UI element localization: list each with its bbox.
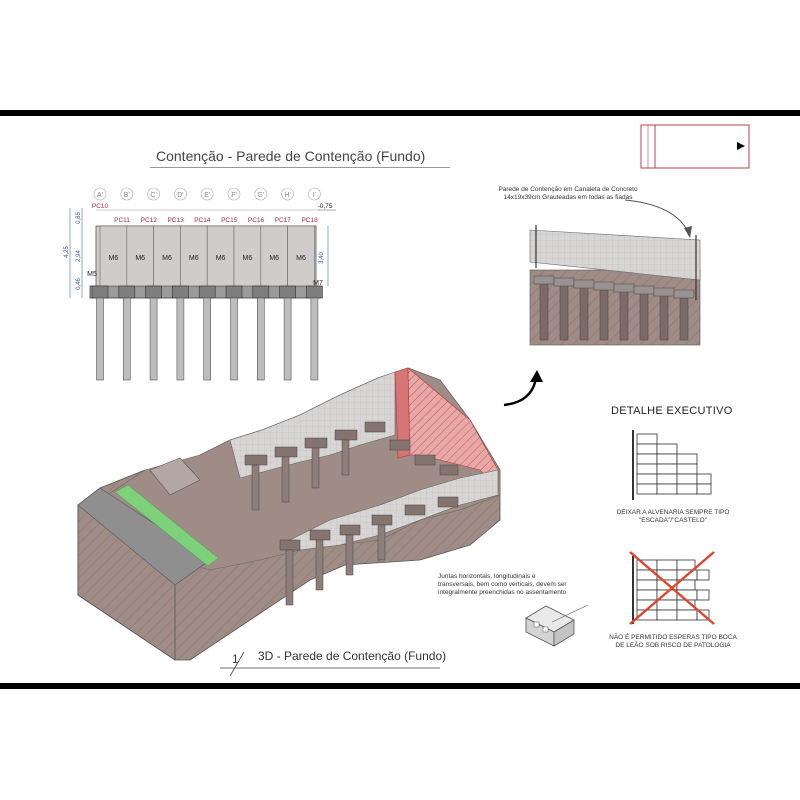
3d-retaining-wall-view — [77, 367, 501, 677]
view-number: 1 — [232, 652, 239, 666]
column-label: PC15 — [221, 217, 238, 224]
left-wall-label: M5 — [87, 271, 97, 278]
good-practice-note: DEIXAR A ALVENARIA SEMPRE TIPO "ESCADA"/… — [598, 509, 748, 525]
section-note-line2: 14x19x39cm Grauteadas em todas as fiadas — [503, 194, 633, 201]
grid-label: H' — [284, 192, 290, 199]
grid-bubble — [174, 187, 187, 201]
panel-label: M6 — [162, 255, 172, 262]
grid-label: C' — [150, 192, 156, 199]
bad-practice-note: NÃO É PERMITIDO ESPERAS TIPO BOCA DE LEÃ… — [593, 634, 753, 650]
wall-panel — [180, 225, 208, 287]
pile — [256, 297, 265, 381]
toothed-masonry-detail — [629, 551, 715, 625]
bad-note-line2: DE LEÃO SOB RISCO DE PATOLOGIA — [615, 642, 731, 649]
panel-label: M6 — [296, 255, 306, 262]
key-plan — [640, 124, 750, 169]
grid-label: A' — [97, 192, 103, 199]
pile — [123, 297, 131, 381]
panel-label: M6 — [135, 255, 145, 262]
panel-label: M6 — [269, 255, 279, 262]
wall-section-detail — [529, 199, 701, 346]
grid-label: F' — [231, 192, 237, 199]
wall-panel — [206, 225, 235, 287]
stepped-masonry-detail — [632, 430, 712, 500]
grid-bubble — [254, 187, 268, 201]
pile — [176, 297, 185, 381]
sheet-title: Contenção - Parede de Contenção (Fundo) — [156, 148, 426, 164]
pile-cap — [91, 285, 109, 299]
dimension-label: 0,85 — [76, 212, 82, 224]
title-underline — [150, 167, 450, 168]
bad-note-line1: NÃO É PERMITIDO ESPERAS TIPO BOCA — [609, 634, 737, 641]
panel-label: M6 — [216, 255, 226, 262]
grid-bubble — [227, 187, 241, 201]
pile-cap — [306, 285, 323, 299]
pile — [149, 297, 158, 381]
joint-note-line2: transversais, bem como verticais, devem … — [438, 581, 567, 588]
grid-bubble — [281, 187, 294, 201]
joint-note: Juntas horizontais, longitudinais e tran… — [438, 573, 588, 597]
dimension-label: 4,25 — [64, 246, 70, 258]
wall-panel — [287, 225, 315, 287]
pile — [310, 297, 319, 381]
pile — [96, 297, 104, 381]
grid-bubble — [308, 187, 321, 201]
pile — [230, 297, 238, 381]
detail-title: DETALHE EXECUTIVO — [611, 405, 733, 417]
joint-note-line3: integralmente preenchidas no assentament… — [438, 589, 567, 596]
grid-label: D' — [177, 192, 183, 199]
pile-cap — [279, 285, 296, 299]
column-label: PC18 — [301, 217, 318, 224]
grid-label: I' — [313, 192, 316, 199]
dimension-label: 2,94 — [76, 250, 82, 262]
column-label: PC13 — [167, 217, 184, 224]
level-label: -0,75 — [318, 203, 333, 210]
pile-cap — [145, 285, 162, 299]
bottom-border-band — [0, 683, 800, 689]
grid-bubble — [147, 187, 160, 201]
curved-arrow-icon — [503, 370, 543, 407]
column-label: PC10 — [92, 203, 109, 210]
section-note: Parede de Contenção em Canaleta de Concr… — [478, 186, 658, 202]
dimension-label: 0,46 — [76, 278, 82, 290]
joint-note-line1: Juntas horizontais, longitudinais e — [438, 573, 536, 580]
wall-panel — [153, 225, 181, 287]
view-caption: 3D - Parede de Contenção (Fundo) — [258, 649, 447, 663]
grid-label: B' — [124, 192, 130, 199]
pile — [283, 297, 292, 381]
pile — [203, 297, 211, 381]
pile-cap — [198, 285, 216, 299]
column-label: PC14 — [194, 217, 211, 224]
grid-label: G' — [257, 192, 264, 199]
good-note-line2: "ESCADA"/"CASTELO" — [638, 517, 708, 524]
pile-cap — [172, 285, 189, 299]
hollow-block-icon — [525, 604, 589, 647]
top-border-band — [0, 110, 800, 116]
column-label: PC16 — [248, 217, 265, 224]
grid-bubble — [120, 187, 134, 201]
column-label: PC12 — [141, 217, 158, 224]
grid-bubble — [200, 187, 214, 201]
grid-bubble — [93, 187, 107, 201]
wall-panel — [233, 225, 262, 287]
wall-panel — [260, 225, 288, 287]
grid-label: E' — [204, 192, 210, 199]
panel-label: M6 — [189, 255, 199, 262]
section-note-line1: Parede de Contenção em Canaleta de Concr… — [498, 186, 638, 193]
right-wall-label: M7 — [313, 280, 323, 287]
good-note-line1: DEIXAR A ALVENARIA SEMPRE TIPO — [616, 509, 730, 516]
dimension-label: 3,40 — [319, 252, 325, 264]
cross-line-b — [629, 551, 715, 625]
column-label: PC11 — [114, 217, 130, 224]
pile-cap — [225, 285, 243, 299]
pile-cap — [118, 285, 136, 299]
column-label: PC17 — [275, 217, 292, 224]
panel-label: M6 — [243, 255, 253, 262]
pile-cap — [252, 285, 270, 299]
panel-label: M6 — [109, 255, 119, 262]
